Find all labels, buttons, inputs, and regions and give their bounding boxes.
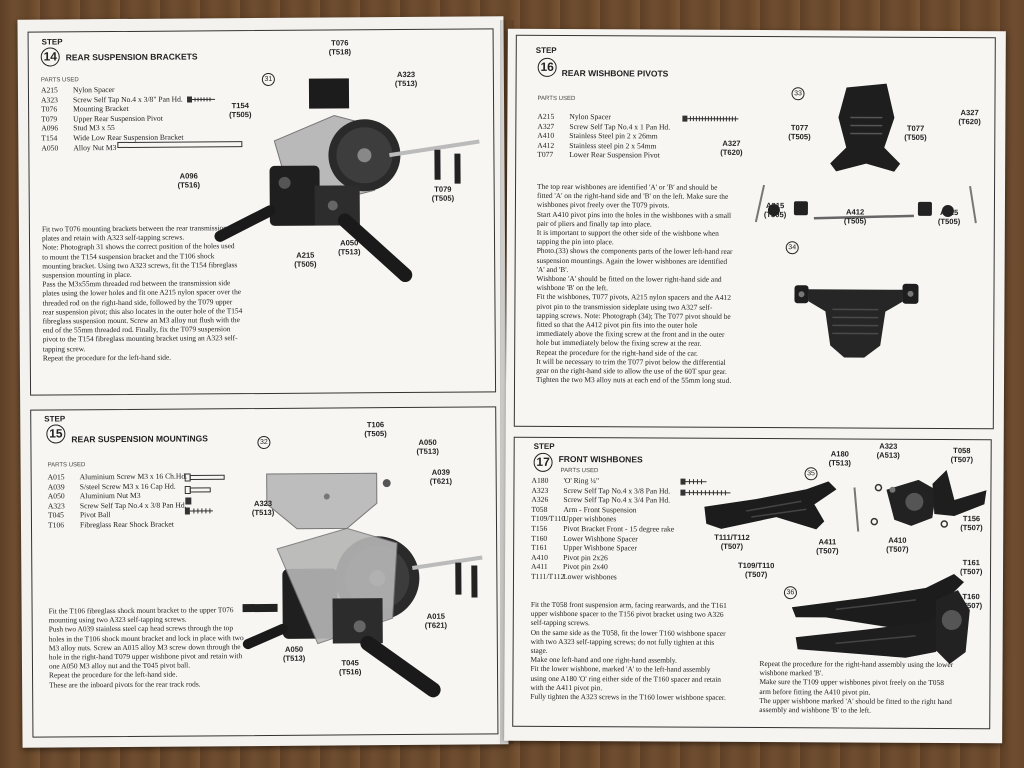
step16-panel: STEP 16 REAR WISHBONE PIVOTS PARTS USED … [513,34,996,430]
front-wishbone-parts-photo [704,470,987,532]
screw-icon [682,115,739,122]
callout-a215-left: A215 (T505) [763,201,787,220]
part-row: T111/T112Lower wishbones [530,571,617,582]
pivot-mounted-photo [794,283,919,358]
callout-t106: T106 (T505) [364,420,387,439]
step16-photo-number-34: 34 [785,241,799,255]
stud-icon [117,141,243,149]
callout-a015: A015 (T621) [424,611,448,630]
callout-a411: A411 (T507) [816,537,839,556]
callout-a215-right: A215 (T505) [937,207,961,227]
callout-t156: T156 (T507) [960,514,983,533]
step17-description-right: Repeat the procedure for the right-hand … [759,659,954,715]
callout-t045: T045 (T516) [338,658,362,677]
right-page: STEP 16 REAR WISHBONE PIVOTS PARTS USED … [504,28,1006,744]
step17-number: 17 [533,452,553,472]
step16-title: REAR WISHBONE PIVOTS [561,67,669,79]
lower-wishbone-components-photo [754,83,977,224]
callout-t154: T154 (T505) [229,101,252,120]
step14-step-label: STEP [41,37,63,47]
step17-step-label: STEP [533,441,555,451]
callout-a215: A215 (T505) [294,250,317,269]
callout-a327-right: A327 (T620) [958,108,981,127]
callout-t111-t112: T111/T112 (T507) [714,532,750,551]
step15-title: REAR SUSPENSION MOUNTINGS [71,433,208,445]
front-wishbone-assembled-photo [791,574,970,665]
callout-a323: A323 (T513) [251,498,275,518]
shock-mount-assembly-photo [242,472,483,698]
step16-description: The top rear wishbones are identified 'A… [536,181,733,386]
step17-parts-header: PARTS USED [560,467,599,475]
callout-a410: A410 (T507) [886,535,909,554]
step15-step-label: STEP [44,414,66,424]
callout-t076: T076 (T518) [328,38,352,57]
screw-icon [187,96,216,103]
step15-number: 15 [46,424,66,444]
step17-title: FRONT WISHBONES [558,453,643,465]
callout-a412: A412 (T505) [843,207,867,226]
callout-a327-left: A327 (T620) [720,138,743,157]
step15-panel: STEP 15 REAR SUSPENSION MOUNTINGS PARTS … [30,406,499,738]
callout-a180: A180 (T513) [828,449,851,468]
step16-parts-header: PARTS USED [537,95,576,103]
callout-a050-top: A050 (T513) [416,437,439,456]
callout-a323: A323 (T513) [394,69,418,89]
callout-t077-left: T077 (T505) [788,123,811,142]
callout-a039: A039 (T621) [429,467,453,486]
step14-number: 14 [40,47,60,67]
callout-t160: T160 (T507) [959,592,983,611]
callout-a050-bottom: A050 (T513) [282,644,306,663]
step17-description-left: Fit the T058 front suspension arm, facin… [530,599,727,702]
callout-t058: T058 (T507) [950,446,974,465]
step14-title: REAR SUSPENSION BRACKETS [65,51,198,63]
callout-t077-right: T077 (T505) [904,123,927,142]
callout-t161: T161 (T507) [960,558,983,577]
callout-t109-t110: T109/T110 (T507) [738,560,775,580]
step16-number: 16 [537,57,557,77]
step17-panel: STEP 17 FRONT WISHBONES PARTS USED A180'… [512,436,992,730]
step16-step-label: STEP [535,45,557,55]
step14-panel: STEP 14 REAR SUSPENSION BRACKETS PARTS U… [27,28,497,396]
step15-description: Fit the T106 fibreglass shock mount brac… [48,605,244,690]
screw-icons [184,473,225,515]
callout-a096: A096 (T516) [177,171,201,190]
callout-a050: A050 (T513) [338,238,361,257]
step15-parts-header: PARTS USED [47,462,86,469]
step14-parts-header: PARTS USED [40,77,79,84]
transmission-assembly-photo [214,78,480,283]
callout-a323: A323 (A513) [876,441,900,460]
step14-description: Fit two T076 mounting brackets between t… [41,223,243,363]
left-page: STEP 14 REAR SUSPENSION BRACKETS PARTS U… [17,16,509,748]
step15-photo-number: 32 [257,435,271,450]
callout-t079: T079 (T505) [431,184,455,203]
screw-icons [680,478,731,496]
